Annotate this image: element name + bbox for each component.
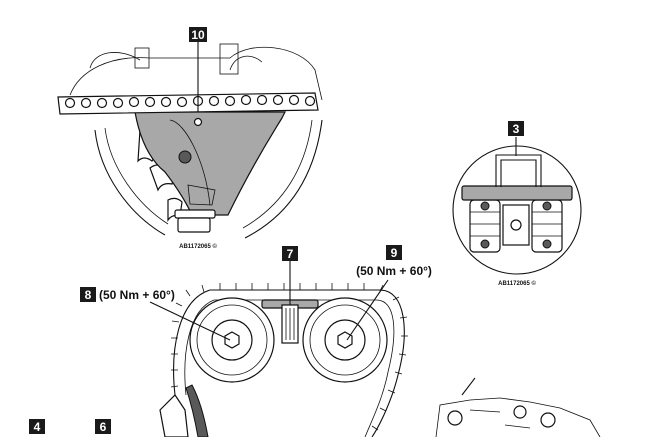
detail-circle xyxy=(452,145,582,275)
camshaft-tool-detail: 3 AB1172065 © xyxy=(452,121,582,287)
callout-9 xyxy=(386,245,402,260)
torque-spec-left: (50 Nm + 60°) xyxy=(99,288,175,302)
callout-4-label: 4 xyxy=(34,420,41,434)
timing-chain xyxy=(173,289,405,437)
callout-7 xyxy=(282,246,298,261)
callout-3-label: 3 xyxy=(513,122,520,136)
chain-links-top xyxy=(57,92,319,115)
callout-6 xyxy=(95,419,111,434)
callout-7-label: 7 xyxy=(287,247,294,261)
callout-8 xyxy=(80,287,96,302)
guide-bolt xyxy=(178,150,192,164)
lower-right-engine-parts xyxy=(435,377,601,437)
locking-tool-bar xyxy=(461,185,573,201)
callout-4 xyxy=(29,419,45,434)
right-camshaft-sprocket xyxy=(302,297,388,383)
figure-ref-right: AB1172065 © xyxy=(498,280,536,287)
callout-10-label: 10 xyxy=(191,28,205,42)
chain-guide xyxy=(134,111,286,216)
chain-link-marks xyxy=(170,283,408,431)
left-camshaft-sprocket xyxy=(189,297,275,383)
figure-ref-left: AB1172065 © xyxy=(179,243,217,250)
callout-8-label: 8 xyxy=(85,288,92,302)
callout-10 xyxy=(189,27,207,42)
torque-spec-right: (50 Nm + 60°) xyxy=(356,264,432,278)
callout-3 xyxy=(508,121,524,136)
callout-9-label: 9 xyxy=(391,246,398,260)
main-timing-view: 7 8 (50 Nm + 60°) 9 (50 Nm + 60°) 4 6 xyxy=(29,245,601,437)
callout-6-label: 6 xyxy=(100,420,107,434)
chain-guide-detail: 10 AB1172065 © xyxy=(57,27,323,250)
